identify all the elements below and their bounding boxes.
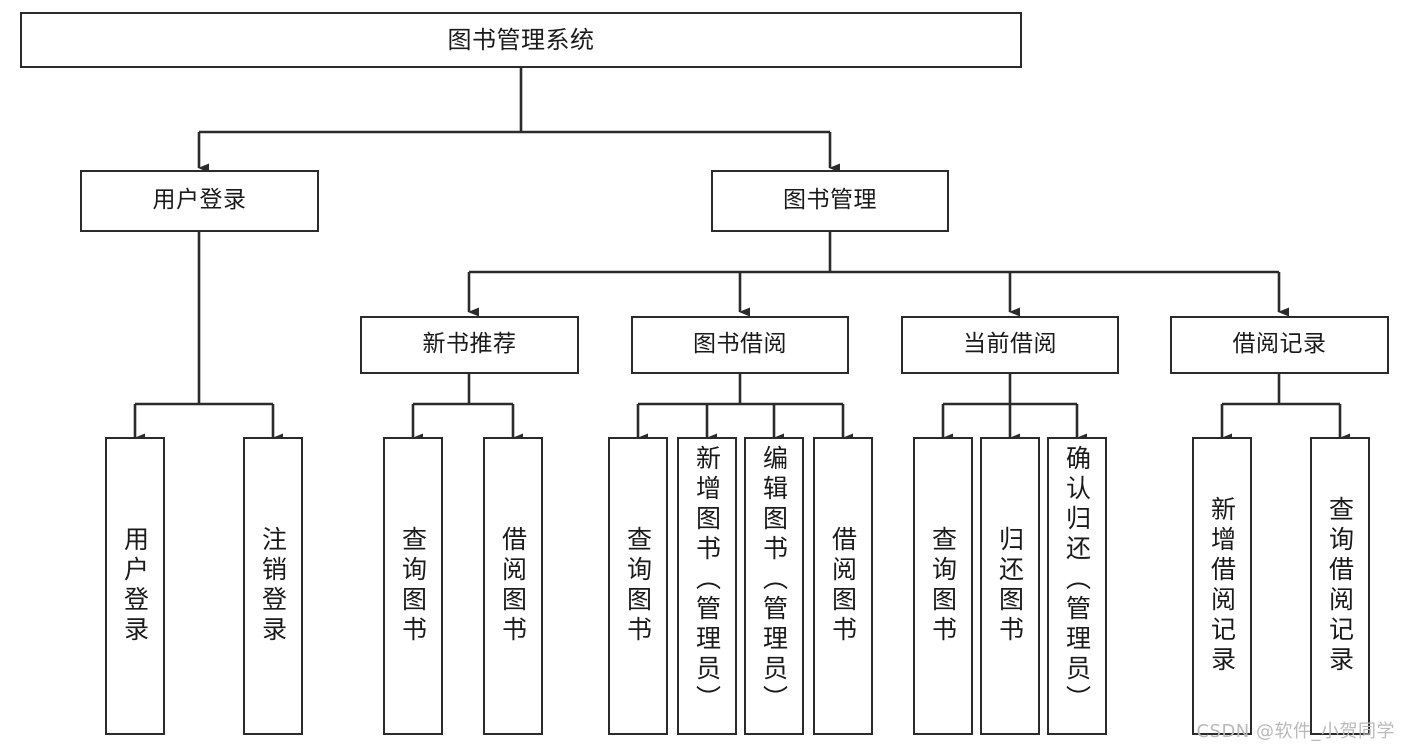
node-borrow-record[interactable]: 借阅记录 <box>1170 316 1389 374</box>
node-label: 查询图书 <box>623 526 653 646</box>
node-label: 图书管理系统 <box>447 25 595 54</box>
node-label: 查询借阅记录 <box>1325 496 1355 676</box>
node-label: 确认归还（管理员） <box>1062 445 1092 715</box>
leaf-edit-book-admin[interactable]: 编辑图书（管理员） <box>744 437 804 735</box>
node-book-management-system[interactable]: 图书管理系统 <box>20 12 1022 68</box>
leaf-add-book-admin[interactable]: 新增图书（管理员） <box>677 437 737 735</box>
leaf-query-book-recommend[interactable]: 查询图书 <box>383 437 443 735</box>
node-label: 当前借阅 <box>963 331 1057 358</box>
node-book-management[interactable]: 图书管理 <box>711 170 949 232</box>
node-label: 用户登录 <box>152 187 247 214</box>
node-label: 归还图书 <box>995 526 1025 646</box>
leaf-query-book-current[interactable]: 查询图书 <box>913 437 973 735</box>
node-label: 查询图书 <box>928 526 958 646</box>
leaf-add-borrow-record[interactable]: 新增借阅记录 <box>1192 437 1252 735</box>
node-new-book-recommend[interactable]: 新书推荐 <box>360 316 579 374</box>
leaf-query-book-borrow[interactable]: 查询图书 <box>608 437 668 735</box>
leaf-confirm-return-admin[interactable]: 确认归还（管理员） <box>1047 437 1107 735</box>
node-label: 借阅记录 <box>1232 331 1327 358</box>
node-label: 新增借阅记录 <box>1207 496 1237 676</box>
node-label: 借阅图书 <box>498 526 528 646</box>
node-label: 查询图书 <box>398 526 428 646</box>
watermark-text: CSDN @软件_小贺同学 <box>1196 721 1395 742</box>
node-user-login[interactable]: 用户登录 <box>80 170 319 232</box>
leaf-query-borrow-record[interactable]: 查询借阅记录 <box>1310 437 1370 735</box>
leaf-return-book[interactable]: 归还图书 <box>980 437 1040 735</box>
node-label: 图书借阅 <box>693 331 787 358</box>
leaf-borrow-book-recommend[interactable]: 借阅图书 <box>483 437 543 735</box>
leaf-logout-login[interactable]: 注销登录 <box>243 437 303 735</box>
leaf-user-login[interactable]: 用户登录 <box>105 437 165 735</box>
node-label: 用户登录 <box>120 526 150 646</box>
node-label: 编辑图书（管理员） <box>759 445 789 715</box>
node-label: 借阅图书 <box>828 526 858 646</box>
node-current-borrow[interactable]: 当前借阅 <box>901 316 1119 374</box>
node-label: 注销登录 <box>258 526 288 646</box>
node-label: 新增图书（管理员） <box>692 445 722 715</box>
node-label: 新书推荐 <box>422 331 517 358</box>
node-label: 图书管理 <box>783 187 877 214</box>
leaf-borrow-book[interactable]: 借阅图书 <box>813 437 873 735</box>
node-book-borrow[interactable]: 图书借阅 <box>631 316 849 374</box>
